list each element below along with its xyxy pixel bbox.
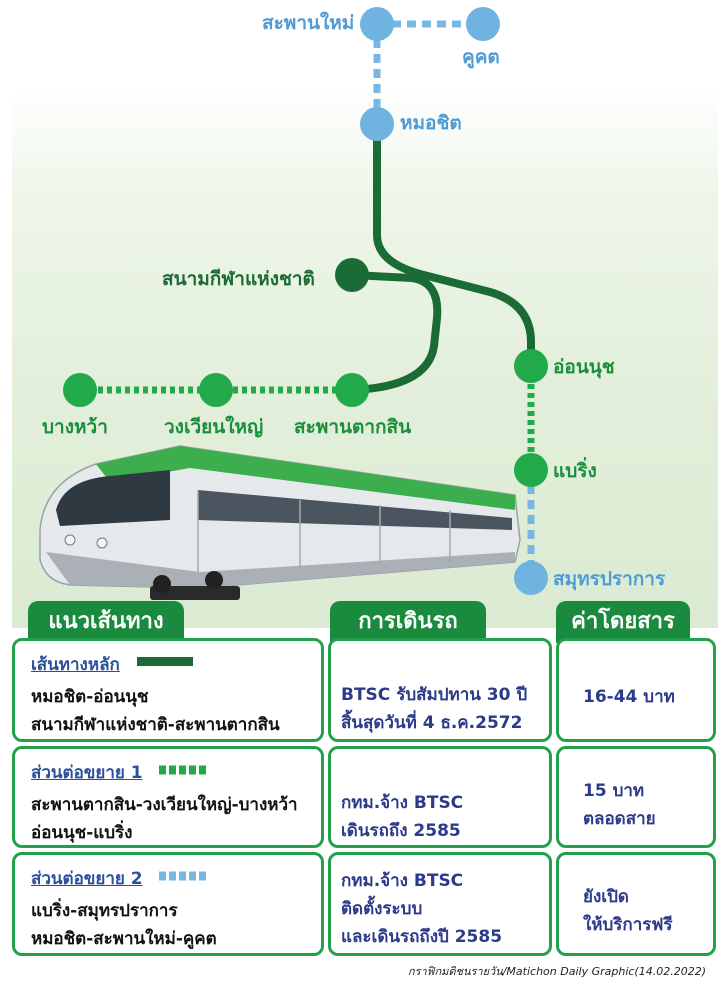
fare-line: 15 บาท [583,781,645,801]
header-fare: ค่าโดยสาร [556,601,690,643]
row-1-operation-card: BTSC รับสัมปทาน 30 ปี สิ้นสุดวันที่ 4 ธ.… [328,638,552,742]
station-label-bang-wa: บางหว้า [42,416,108,438]
operation-line: และเดินรถถึงปี 2585 [341,927,503,947]
station-label-saphan-mai: สะพานใหม่ [262,12,355,34]
station-label-bearing: แบริ่ง [553,460,597,482]
operation-line: สิ้นสุดวันที่ 4 ธ.ค.2572 [341,713,523,733]
segment-title: เส้นทางหลัก [31,655,120,675]
station-dot-khu-khot [466,7,500,41]
station-dot-saphan-mai [360,7,394,41]
station-label-mo-chit: หมอชิต [400,112,462,134]
station-dot-wongwian-yai [199,373,233,407]
station-label-khu-khot: คูคต [462,46,500,68]
main-line-stadium-taksin [351,271,442,394]
route-line: สนามกีฬาแห่งชาติ-สะพานตากสิน [31,715,280,735]
train-illustration [39,445,521,600]
station-label-samut-prakan: สมุทรปราการ [553,568,666,590]
main-line-mo-chit-on-nut [373,124,535,366]
route-map [39,7,548,600]
row-2-route-card: ส่วนต่อขยาย 1 สะพานตากสิน-วงเวียนใหญ่-บา… [12,746,324,848]
row-2-fare-card: 15 บาท ตลอดสาย [556,746,716,848]
row-3-fare-card: ยังเปิด ให้บริการฟรี [556,852,716,956]
route-line: สะพานตากสิน-วงเวียนใหญ่-บางหว้า [31,795,298,815]
fare-line: ให้บริการฟรี [583,915,673,935]
header-route: แนวเส้นทาง [28,601,184,643]
station-dot-saphan-taksin [335,373,369,407]
station-dot-on-nut [514,349,548,383]
row-3-route-card: ส่วนต่อขยาย 2 แบริ่ง-สมุทรปราการ หมอชิต-… [12,852,324,956]
station-dot-national-stadium [335,258,369,292]
station-dot-mo-chit [360,107,394,141]
row-1-fare-card: 16-44 บาท [556,638,716,742]
fare-line: ยังเปิด [583,887,629,907]
source-credit: กราฟิกมติชนรายวัน/Matichon Daily Graphic… [407,965,706,978]
row-1-route-card: เส้นทางหลัก หมอชิต-อ่อนนุช สนามกีฬาแห่งช… [12,638,324,742]
station-label-on-nut: อ่อนนุช [553,356,615,378]
operation-line: ติดตั้งระบบ [341,899,423,919]
route-line: หมอชิต-สะพานใหม่-คูคต [31,929,217,949]
legend-extension-1 [159,765,209,775]
operation-line: กทม.จ้าง BTSC [341,793,464,813]
legend-extension-2 [159,871,209,881]
operation-line: กทม.จ้าง BTSC [341,871,464,891]
fare-line: ตลอดสาย [583,809,656,829]
station-label-wongwian-yai: วงเวียนใหญ่ [164,416,264,438]
operation-line: เดินรถถึง 2585 [341,821,461,841]
station-label-national-stadium: สนามกีฬาแห่งชาติ [162,268,315,290]
station-dot-bang-wa [63,373,97,407]
station-dot-samut-prakan [514,561,548,595]
station-label-saphan-taksin: สะพานตากสิน [294,416,412,438]
fare-line: 16-44 บาท [583,687,675,707]
segment-title: ส่วนต่อขยาย 2 [31,869,143,889]
row-2-operation-card: กทม.จ้าง BTSC เดินรถถึง 2585 [328,746,552,848]
segment-title: ส่วนต่อขยาย 1 [31,763,143,783]
station-dot-bearing [514,453,548,487]
legend-main-line [137,657,193,666]
route-line: อ่อนนุช-แบริ่ง [31,823,133,843]
operation-line: BTSC รับสัมปทาน 30 ปี [341,685,528,705]
header-operation: การเดินรถ [330,601,486,643]
route-line: แบริ่ง-สมุทรปราการ [31,901,178,921]
row-3-operation-card: กทม.จ้าง BTSC ติดตั้งระบบ และเดินรถถึงปี… [328,852,552,956]
route-line: หมอชิต-อ่อนนุช [31,687,149,707]
